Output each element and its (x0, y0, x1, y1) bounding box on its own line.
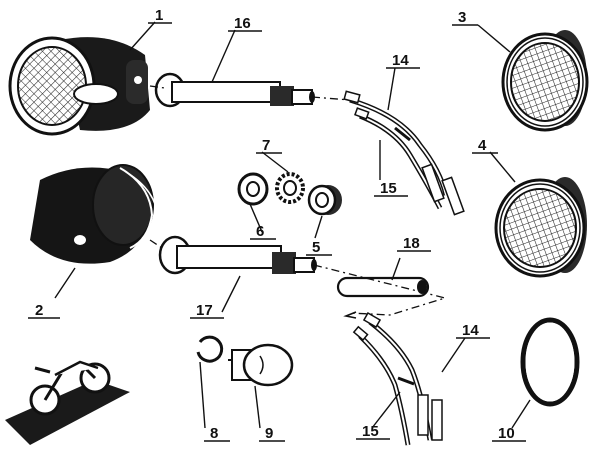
part-label-7: 7 (256, 137, 282, 154)
clip-8 (196, 335, 224, 363)
svg-text:14: 14 (392, 52, 409, 69)
svg-text:9: 9 (265, 425, 273, 442)
svg-text:3: 3 (458, 9, 466, 26)
motorcycle-icon (5, 360, 130, 445)
wire-harness-upper (343, 90, 465, 216)
svg-text:1: 1 (155, 7, 163, 24)
svg-text:4: 4 (478, 137, 487, 154)
svg-text:5: 5 (312, 239, 320, 256)
svg-text:16: 16 (234, 15, 251, 32)
leader-lines (54, 21, 531, 429)
svg-text:15: 15 (362, 423, 379, 440)
bulb-9 (228, 343, 294, 387)
part-label-4: 4 (472, 137, 498, 154)
svg-text:18: 18 (403, 235, 420, 252)
lamp-housing-2 (30, 164, 159, 264)
part-label-2: 2 (28, 302, 60, 319)
svg-text:7: 7 (262, 137, 270, 154)
part-label-9: 9 (259, 425, 285, 442)
part-label-14-lower: 14 (456, 322, 490, 339)
svg-text:14: 14 (462, 322, 479, 339)
lock-washer-7 (275, 172, 305, 204)
part-label-10: 10 (492, 425, 526, 442)
washer-6 (237, 172, 269, 206)
part-label-18: 18 (397, 235, 431, 252)
lamp-housing-1 (8, 36, 150, 136)
svg-text:2: 2 (35, 302, 43, 319)
svg-text:17: 17 (196, 302, 213, 319)
svg-text:6: 6 (256, 223, 264, 240)
part-label-6: 6 (250, 223, 276, 240)
tube-17 (158, 235, 317, 275)
part-label-15-upper: 15 (374, 180, 408, 197)
part-label-3: 3 (452, 9, 478, 26)
part-label-16: 16 (228, 15, 262, 32)
lamp-3 (501, 30, 589, 132)
lamp-4 (494, 177, 587, 278)
part-label-14-upper: 14 (386, 52, 420, 69)
o-ring-10 (520, 317, 580, 407)
part-label-1: 1 (148, 7, 172, 24)
wire-harness-lower (352, 312, 443, 446)
part-label-8: 8 (204, 425, 230, 442)
svg-text:15: 15 (380, 180, 397, 197)
tube-16 (154, 72, 315, 108)
part-label-15-lower: 15 (356, 423, 390, 440)
nut-5 (307, 184, 342, 216)
part-label-17: 17 (190, 302, 224, 319)
tube-18 (336, 276, 430, 298)
svg-text:10: 10 (498, 425, 515, 442)
svg-text:8: 8 (210, 425, 218, 442)
part-label-5: 5 (306, 239, 332, 256)
